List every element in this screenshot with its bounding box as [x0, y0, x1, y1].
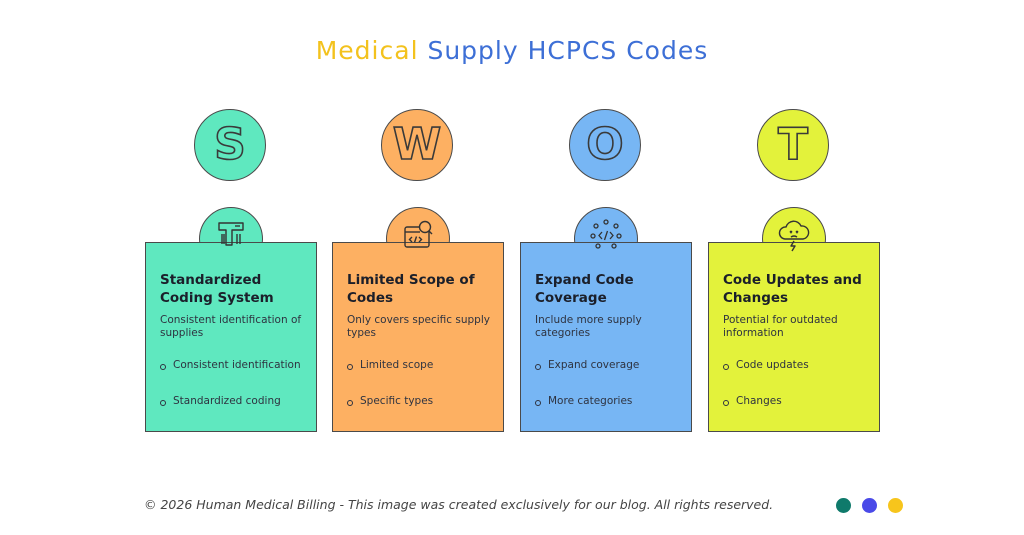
tab-joint [200, 243, 262, 274]
bullet-text: Limited scope [360, 359, 434, 371]
bullet-dot [160, 400, 166, 406]
bullet-item: More categories [535, 395, 685, 407]
card-description: Only covers specific supply types [347, 314, 490, 339]
footer-dot-blue [862, 498, 877, 513]
bullet-text: Standardized coding [173, 395, 281, 407]
bullet-dot [535, 364, 541, 370]
bullet-item: Consistent identification [160, 359, 310, 371]
bullet-text: Expand coverage [548, 359, 640, 371]
code-network-icon [590, 219, 622, 249]
bullet-item: Changes [723, 395, 873, 407]
letter-w: W [392, 119, 442, 170]
tab-joint [575, 243, 637, 274]
bullet-text: Consistent identification [173, 359, 301, 371]
bullet-item: Specific types [347, 395, 497, 407]
letter-circle-s: S [194, 109, 266, 181]
swot-column-strengths: S Standardized Coding System Consistent … [145, 0, 317, 535]
card-description: Include more supply categories [535, 314, 642, 339]
bullet-item: Expand coverage [535, 359, 685, 371]
diagram-title: Medical Supply HCPCS Codes [0, 36, 1024, 65]
title-part-1: Medical [315, 36, 419, 65]
bullet-dot [723, 364, 729, 370]
bullet-dot [347, 364, 353, 370]
swot-column-weaknesses: W Limited Scope of Codes Only covers spe… [332, 0, 504, 535]
bullet-item: Limited scope [347, 359, 497, 371]
card-title: Code Updates and Changes [723, 272, 862, 306]
card-strengths [145, 242, 317, 432]
letter-t: T [777, 119, 809, 170]
card-description: Consistent identification of supplies [160, 314, 302, 339]
card-threats [708, 242, 880, 432]
bullet-text: More categories [548, 395, 633, 407]
bullet-item: Standardized coding [160, 395, 310, 407]
card-title: Limited Scope of Codes [347, 272, 475, 306]
letter-circle-t: T [757, 109, 829, 181]
bullet-item: Code updates [723, 359, 873, 371]
bullet-text: Code updates [736, 359, 809, 371]
swot-column-opportunities: O Expand Code Coverage Include more supp… [520, 0, 692, 535]
title-part-2: Supply HCPCS Codes [427, 36, 709, 65]
bullet-dot [723, 400, 729, 406]
bullet-dot [160, 364, 166, 370]
card-opportunities [520, 242, 692, 432]
letter-circle-w: W [381, 109, 453, 181]
bullet-dot [535, 400, 541, 406]
letter-o: O [585, 119, 624, 170]
bullet-text: Specific types [360, 395, 434, 407]
card-description: Potential for outdated information [723, 314, 838, 339]
card-weaknesses [332, 242, 504, 432]
footer-dot-teal [836, 498, 851, 513]
copyright-footer: © 2026 Human Medical Billing - This imag… [144, 497, 774, 512]
letter-s: S [213, 119, 246, 170]
card-title: Standardized Coding System [160, 272, 274, 306]
swot-column-threats: T Code Updates and Changes Potential for… [708, 0, 880, 535]
footer-dot-yellow [888, 498, 903, 513]
barcode-scanner-icon [218, 222, 244, 246]
card-title: Expand Code Coverage [535, 272, 634, 306]
letter-circle-o: O [569, 109, 641, 181]
bullet-dot [347, 400, 353, 406]
tab-joint [387, 243, 449, 274]
code-search-icon [404, 220, 433, 248]
bullet-text: Changes [736, 395, 782, 407]
cloud-alert-icon [778, 220, 810, 252]
